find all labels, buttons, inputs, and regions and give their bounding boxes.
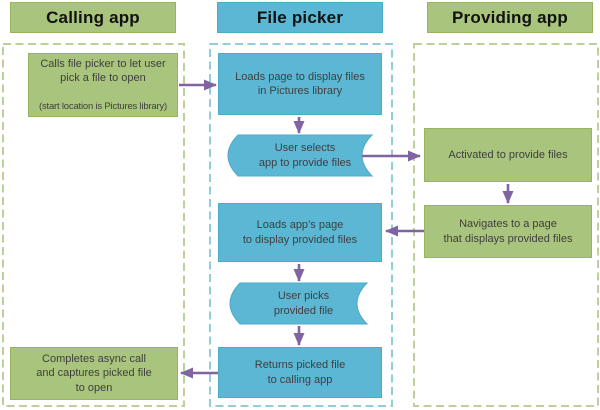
lane-border-providing-app (413, 43, 599, 407)
lane-header-providing-app: Providing app (427, 2, 593, 33)
node-calls-file-picker-text: Calls file picker to let user pick a fil… (40, 57, 166, 85)
lane-border-file-picker (209, 43, 393, 407)
node-loads-apps-page: Loads app’s page to display provided fil… (218, 203, 382, 262)
node-navigates-to-page: Navigates to a page that displays provid… (424, 205, 592, 258)
node-activated-to-provide: Activated to provide files (424, 128, 592, 182)
node-completes-async-call: Completes async call and captures picked… (10, 347, 178, 400)
node-loads-page: Loads page to display files in Pictures … (218, 53, 382, 115)
node-calls-file-picker: Calls file picker to let user pick a fil… (28, 53, 178, 117)
lane-header-calling-app: Calling app (10, 2, 176, 33)
lane-header-file-picker: File picker (217, 2, 383, 33)
stored-data-shape-user-picks-file (229, 282, 369, 325)
node-calls-file-picker-note: (start location is Pictures library) (39, 100, 167, 112)
stored-data-shape-user-selects-app (227, 134, 374, 177)
node-returns-picked-file: Returns picked file to calling app (218, 347, 382, 398)
lane-border-calling-app (2, 43, 185, 407)
